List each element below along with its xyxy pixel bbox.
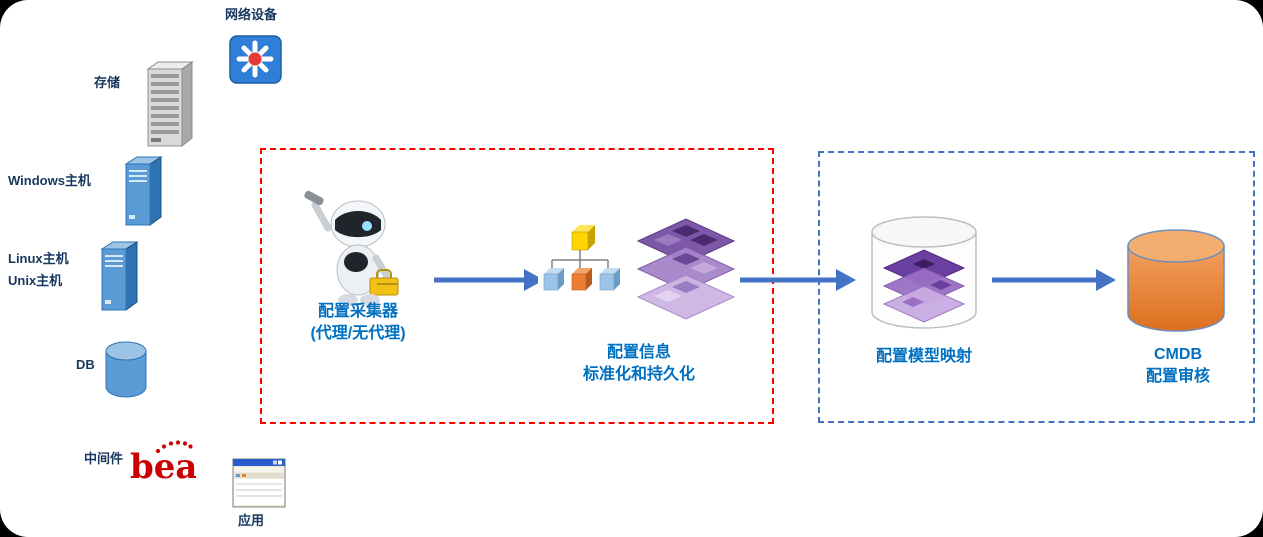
cmdb-label-line1: CMDB	[1154, 346, 1202, 363]
collector-label-line2: (代理/无代理)	[310, 324, 406, 342]
database-cylinder-icon	[102, 340, 150, 405]
arrow-mapping-to-cmdb	[990, 266, 1116, 299]
standardization-label-line2: 标准化和持久化	[582, 365, 695, 383]
bea-logo-icon: bea	[128, 436, 197, 491]
network-device-label: 网络设备	[225, 7, 278, 22]
linux-host-label: Linux主机	[8, 251, 69, 266]
storage-label: 存储	[94, 75, 121, 90]
mapping-label: 配置模型映射	[875, 348, 972, 365]
orange-cylinder-icon	[1124, 226, 1228, 343]
storage-tower-icon	[138, 60, 196, 153]
collector-label-line1: 配置采集器	[317, 303, 398, 320]
tree-and-layers-icon	[538, 198, 740, 346]
cmdb-label-line2: 配置审核	[1145, 367, 1210, 385]
unix-server-icon	[98, 240, 140, 317]
robot-collector-icon	[298, 188, 410, 310]
windows-host-label: Windows主机	[8, 173, 91, 188]
arrow-collector-to-standardization	[432, 266, 544, 299]
middleware-label: 中间件	[84, 451, 124, 466]
arrow-standardization-to-mapping	[738, 266, 856, 299]
cylinder-with-layers-icon	[866, 212, 982, 340]
collector-zone-border	[260, 148, 774, 424]
standardization-label-line1: 配置信息	[606, 344, 671, 361]
application-label: 应用	[238, 513, 265, 528]
application-window-icon	[232, 458, 286, 513]
standardization-label: 配置信息 标准化和持久化	[538, 342, 740, 385]
unix-host-label: Unix主机	[8, 273, 63, 288]
mapping-zone-border	[818, 151, 1255, 423]
svg-text:bea: bea	[130, 447, 196, 486]
windows-server-icon	[122, 155, 164, 232]
collector-label: 配置采集器 (代理/无代理)	[270, 301, 446, 344]
cmdb-label: CMDB 配置审核	[1120, 344, 1236, 387]
db-label: DB	[76, 357, 95, 372]
network-switch-icon	[228, 32, 284, 91]
